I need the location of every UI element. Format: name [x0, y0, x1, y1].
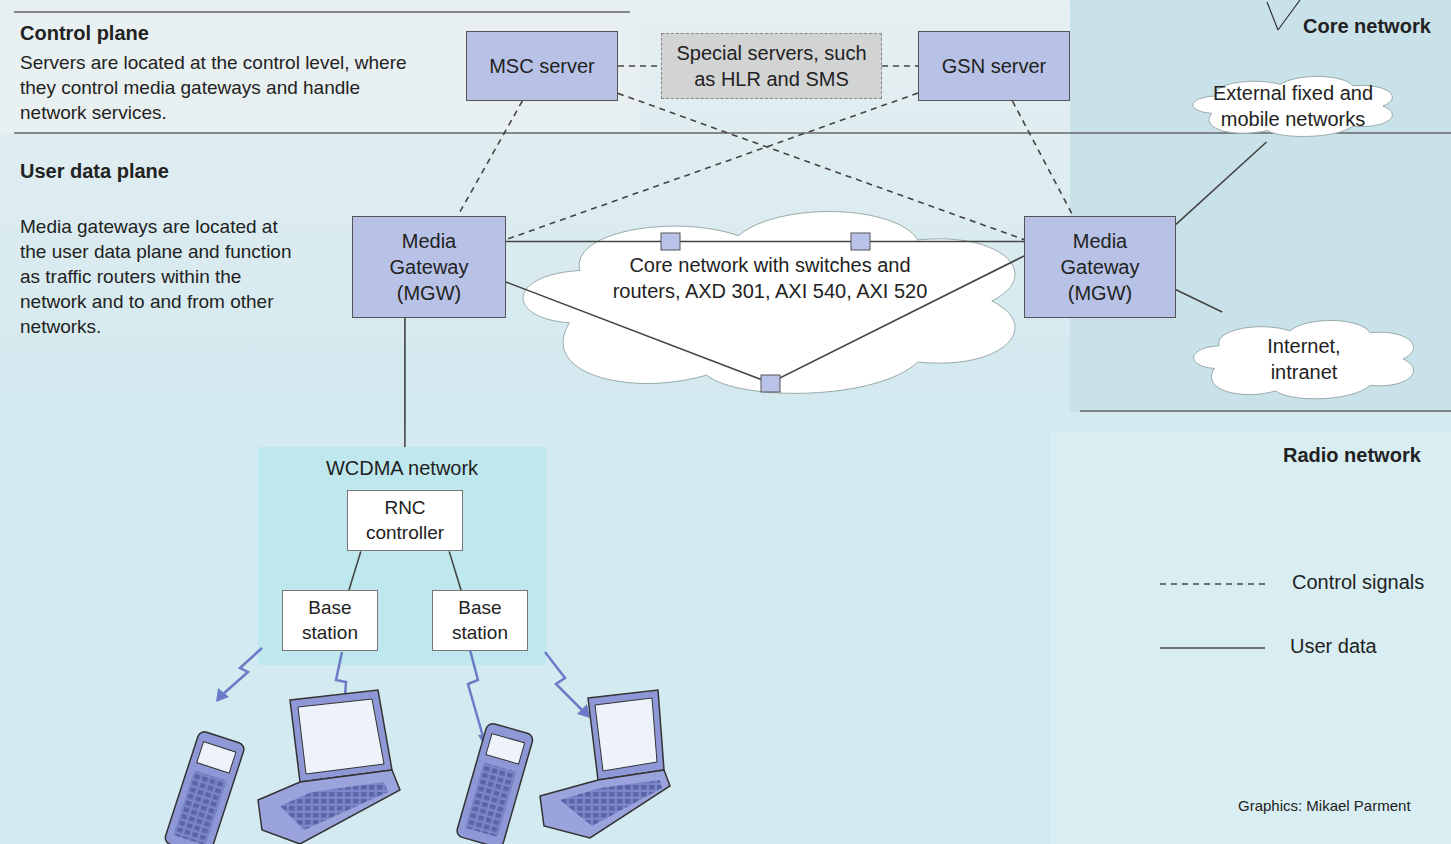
core-region: [0, 0, 1451, 412]
network-cloud: Internet, intranet: [1186, 312, 1422, 406]
legend-text: Control signals: [1292, 571, 1424, 594]
plane-description: Media gateways are located at the user d…: [20, 214, 305, 339]
connector-line: [458, 101, 523, 216]
radio-links: [222, 648, 584, 740]
legend-text: User data: [1290, 635, 1377, 658]
plane-heading: Control plane: [20, 20, 149, 46]
node-label: RNC controller: [355, 496, 455, 545]
control-signal-line: [458, 101, 523, 216]
connector-line: [618, 93, 1024, 239]
node-label: MSC server: [489, 53, 595, 79]
arrow-head: [577, 704, 590, 718]
arrow-head: [216, 688, 229, 702]
node-label: Media Gateway (MGW): [1050, 228, 1150, 306]
band-rule: [1080, 410, 1451, 412]
connector-line: [506, 241, 1024, 243]
server-box: MSC server: [466, 31, 618, 101]
connector-line: [882, 65, 918, 67]
band-rule: [14, 132, 1451, 134]
node-label: Media Gateway (MGW): [379, 228, 479, 306]
node-shape: [1186, 70, 1400, 142]
base-station-box: Base station: [432, 590, 528, 651]
control-band: [0, 12, 640, 133]
user-data-line: [1176, 142, 1266, 224]
cloud-outline: [1193, 76, 1392, 136]
radio-heads: [216, 688, 590, 748]
node-label: GSN server: [942, 53, 1046, 79]
user-data-line: [349, 551, 361, 590]
mobile-phone: [455, 722, 534, 844]
pointer-mark: [1278, 0, 1300, 30]
network-cloud: External fixed and mobile networks: [1186, 70, 1400, 142]
cloud-outline: [523, 212, 1015, 394]
connector-line: [404, 318, 406, 447]
media-gateway-box: Media Gateway (MGW): [352, 216, 506, 318]
node-label: WCDMA network: [326, 455, 478, 481]
server-box: GSN server: [918, 31, 1070, 101]
legend-solid-sample: [1160, 647, 1265, 649]
connector-line: [1176, 290, 1222, 312]
node-label: Core network with switches and routers, …: [598, 252, 943, 304]
connector-line: [1012, 101, 1073, 216]
control-signal-line: [618, 93, 1024, 239]
node-label: Internet, intranet: [1244, 333, 1364, 385]
right-panel: [1070, 0, 1451, 412]
router-square: [851, 233, 870, 250]
user-data-line: [1176, 290, 1222, 312]
connector-line: [506, 93, 918, 240]
plane-description: Servers are located at the control level…: [20, 50, 425, 125]
control-signal-line: [1012, 101, 1073, 216]
mobile-phone: [164, 730, 246, 844]
user-data-line: [506, 241, 1024, 242]
media-gateway-box: Media Gateway (MGW): [1024, 216, 1176, 318]
core-network-cloud: Core network with switches and routers, …: [506, 192, 1034, 410]
cloud-outline: [1194, 320, 1414, 398]
region-label: Radio network: [1283, 442, 1421, 468]
band-rule: [14, 11, 630, 13]
router-square: [761, 375, 780, 392]
user-data-line: [404, 318, 405, 447]
control-signal-line: [506, 93, 918, 240]
laptop: [258, 690, 400, 844]
region-label: Core network: [1303, 13, 1431, 39]
connector-line: [349, 551, 361, 590]
connector-line: [618, 65, 661, 67]
credit-text: Graphics: Mikael Parment: [1238, 796, 1411, 816]
node-label: Base station: [290, 596, 370, 645]
radio-link: [468, 650, 484, 740]
pointer-mark: [1267, 2, 1278, 30]
radio-panel: [1050, 432, 1451, 844]
node-shape: [1186, 312, 1422, 406]
connector-line: [1176, 142, 1266, 224]
plane-heading: User data plane: [20, 158, 169, 184]
node-label: External fixed and mobile networks: [1198, 80, 1388, 132]
base-station-box: Base station: [282, 590, 378, 651]
special-servers-box: Special servers, such as HLR and SMS: [661, 33, 882, 99]
controller-box: RNC controller: [347, 490, 463, 551]
node-label: Base station: [440, 596, 520, 645]
node-label: Special servers, such as HLR and SMS: [669, 40, 874, 92]
radio-link: [222, 648, 262, 695]
control-signal-line: [882, 66, 918, 67]
radio-link: [545, 652, 584, 712]
control-signal-line: [618, 66, 661, 67]
user-data-line: [449, 551, 461, 590]
radio-network-box: WCDMA networkRNC controllerBase station B…: [258, 447, 546, 665]
connector-line: [449, 551, 461, 590]
legend-dash-sample: [1160, 583, 1265, 585]
laptop: [540, 690, 670, 838]
router-square: [661, 233, 680, 250]
